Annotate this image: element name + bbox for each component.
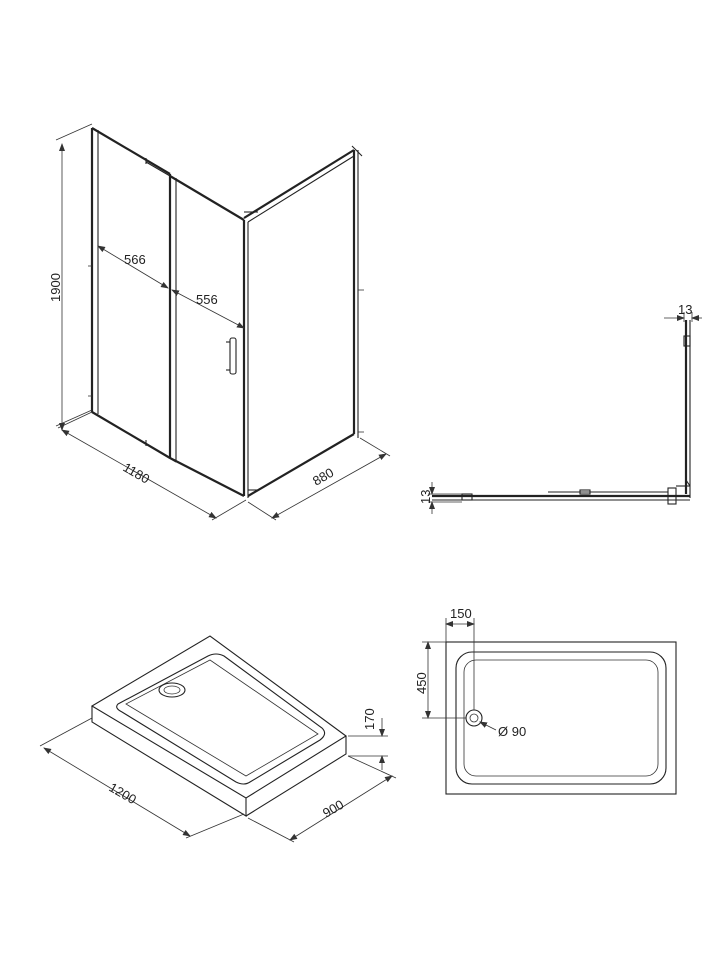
dim-panel-right-label: 556 [196,292,218,307]
dim-profile-top: 13 [664,302,702,322]
dim-tray-depth-label: 900 [320,797,346,821]
shower-tray-iso: 1200 900 170 [39,635,397,843]
dim-drain-y-label: 450 [414,672,429,694]
shower-enclosure-iso: 1900 566 556 1180 880 [48,123,391,521]
dim-height-label: 1900 [48,273,63,302]
dim-profile-left-label: 13 [418,490,433,504]
dim-tray-height-label: 170 [362,708,377,730]
dim-panel-right: 556 [171,289,245,329]
dim-panel-left: 566 [97,245,169,289]
drain-plan [465,709,483,727]
door-handle [229,337,237,375]
fixed-panel-front [88,127,177,463]
dim-panel-left-label: 566 [124,252,146,267]
side-panel [243,145,364,497]
dim-drain-x: 150 [445,606,475,710]
dim-depth-label: 880 [310,465,336,489]
dim-drain-y: 450 [414,641,466,719]
dim-length: 1180 [57,411,247,521]
tray-basin [455,651,667,785]
shower-tray-plan: 150 450 Ø 90 [414,606,677,795]
tray-outline [445,641,677,795]
dim-drain-diameter: Ø 90 [479,721,526,739]
dim-profile-top-label: 13 [678,302,692,317]
sliding-door [169,175,249,498]
dim-drain-x-label: 150 [450,606,472,621]
dim-drain-diameter-label: Ø 90 [498,724,526,739]
plan-view: 13 13 [418,302,702,514]
dim-length-label: 1180 [121,460,153,487]
dim-depth: 880 [247,437,391,521]
dim-tray-height: 170 [348,708,388,770]
dim-profile-left: 13 [418,482,462,514]
dim-tray-length-label: 1200 [107,780,140,807]
dim-height: 1900 [48,123,93,431]
drain-iso [158,682,186,698]
